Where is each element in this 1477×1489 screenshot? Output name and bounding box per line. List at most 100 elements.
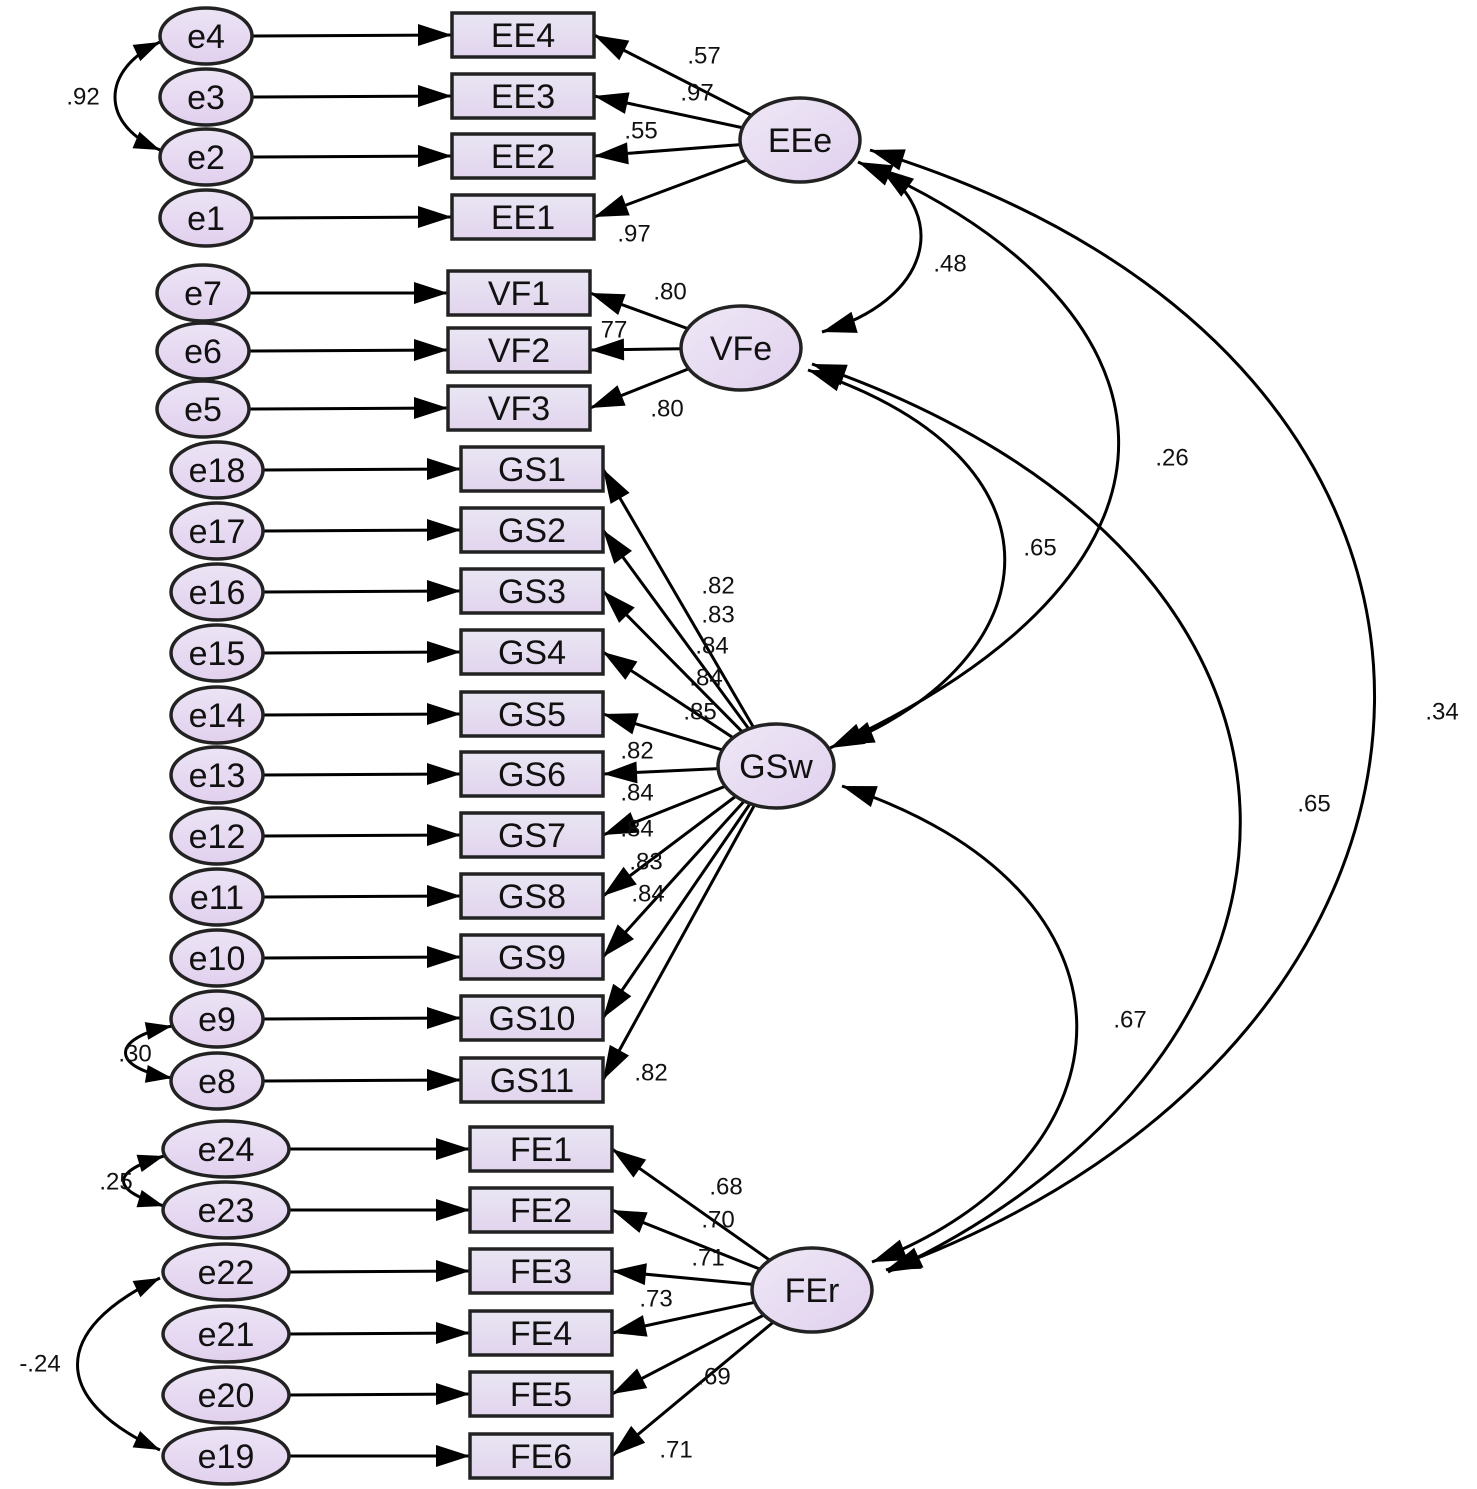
indicator-label-gs10: GS10 <box>489 1000 576 1038</box>
error-label-e3: e3 <box>187 79 225 117</box>
indicator-label-gs2: GS2 <box>498 512 566 550</box>
error-ellipse-e5 <box>155 379 251 439</box>
loading-path-gs2 <box>601 529 751 730</box>
arrowhead-e24-e23-start <box>136 1154 164 1173</box>
loading-label-ee2: .55 <box>624 118 657 145</box>
error-ellipse-e18 <box>169 440 265 500</box>
indicator-label-gs11: GS11 <box>490 1062 574 1100</box>
loading-label-fe1: .68 <box>709 1174 742 1201</box>
loading-label-gs6: .82 <box>620 738 653 765</box>
error-label-e2: e2 <box>187 139 225 177</box>
indicator-box-gs8 <box>459 872 605 920</box>
indicator-label-fe3: FE3 <box>510 1253 572 1291</box>
indicator-box-gs1 <box>459 445 605 493</box>
arrowhead-loading-ee3 <box>594 92 630 114</box>
arrowhead-loading-gs7 <box>603 812 639 835</box>
loading-label-gs9: .83 <box>629 849 662 876</box>
arrowhead-error-e23 <box>436 1199 470 1221</box>
error-ellipse-e22 <box>161 1242 291 1302</box>
arrowhead-error-e18 <box>427 458 461 480</box>
arrowhead-loading-vf1 <box>590 293 626 315</box>
indicator-label-gs3: GS3 <box>498 573 566 611</box>
indicator-label-gs5: GS5 <box>498 696 566 734</box>
arrowhead-e24-e23-end <box>136 1189 164 1208</box>
arrowhead-error-e10 <box>427 946 461 968</box>
arrowhead-error-e13 <box>427 763 461 785</box>
latent-label-vfe: VFe <box>710 330 772 368</box>
arrowhead-eee-fer-start <box>870 149 906 171</box>
loading-path-fe6 <box>611 1320 775 1458</box>
arrowhead-error-e1 <box>418 206 452 228</box>
error-label-e13: e13 <box>189 757 246 795</box>
covariance-layer <box>76 40 1376 1452</box>
arrowhead-loading-gs6 <box>603 761 638 784</box>
correlation-arc-eee-gsw <box>829 160 1121 750</box>
indicator-label-ee2: EE2 <box>491 138 555 176</box>
correlation-label-vfe-fer: .65 <box>1297 791 1330 818</box>
loading-label-vf3: .80 <box>650 396 683 423</box>
arrowhead-loading-gs8 <box>603 866 637 896</box>
correlation-arc-eee-vfe <box>821 166 923 334</box>
indicator-label-ee1: EE1 <box>491 199 555 237</box>
arrowhead-e22-e19-end <box>132 1431 160 1450</box>
loading-label-fe4: .73 <box>639 1286 672 1313</box>
error-covariance-label-e22-e19: -.24 <box>19 1351 60 1378</box>
loading-label-vf2: 77 <box>601 317 628 344</box>
latent-ellipse-eee <box>738 96 862 184</box>
loading-label-gs3: .84 <box>695 633 728 660</box>
error-label-e18: e18 <box>189 452 246 490</box>
arrowhead-error-e12 <box>427 824 461 846</box>
error-ellipse-e19 <box>161 1426 291 1486</box>
indicator-label-fe4: FE4 <box>510 1315 572 1353</box>
node-layer: EE4e4EE3e3EE2e2EE1e1VF1e7VF2e6VF3e5GS1e1… <box>155 6 874 1486</box>
arrowhead-error-e15 <box>427 641 461 663</box>
error-label-e17: e17 <box>189 513 246 551</box>
correlation-arc-vfe-gsw <box>807 368 1007 747</box>
arrowhead-loading-gs1 <box>603 469 630 504</box>
arrowhead-error-e7 <box>414 282 448 304</box>
indicator-box-gs6 <box>459 750 605 798</box>
indicator-box-ee2 <box>450 132 596 180</box>
arrowhead-error-e4 <box>418 24 452 46</box>
arrowhead-vfe-gsw-end <box>840 722 876 745</box>
indicator-label-gs8: GS8 <box>498 878 566 916</box>
indicator-label-ee4: EE4 <box>491 17 555 55</box>
indicator-label-fe2: FE2 <box>510 1192 572 1230</box>
arrowhead-loading-fe3 <box>612 1263 647 1286</box>
arrowhead-loading-gs10 <box>603 983 632 1018</box>
arrowhead-eee-vfe-end <box>822 311 858 333</box>
indicator-label-vf1: VF1 <box>488 275 550 313</box>
loading-path-gs1 <box>601 468 755 729</box>
indicator-box-ee1 <box>450 193 596 241</box>
indicator-box-vf3 <box>446 384 592 432</box>
arrowhead-error-e5 <box>414 397 448 419</box>
indicator-label-fe1: FE1 <box>510 1131 572 1169</box>
loading-label-gs8: .84 <box>620 816 653 843</box>
arrowhead-loading-gs2 <box>603 530 632 564</box>
error-label-e7: e7 <box>184 275 222 313</box>
correlation-arc-eee-fer <box>869 148 1376 1272</box>
loading-label-vf1: .80 <box>653 279 686 306</box>
indicator-box-fe2 <box>468 1186 614 1234</box>
error-label-e5: e5 <box>184 391 222 429</box>
arrowhead-loading-fe4 <box>612 1315 648 1337</box>
error-label-e8: e8 <box>198 1063 236 1101</box>
arrowhead-loading-fe2 <box>612 1210 648 1233</box>
indicator-box-gs7 <box>459 811 605 859</box>
arrowhead-loading-fe5 <box>612 1368 648 1394</box>
latent-ellipse-vfe <box>679 304 803 392</box>
indicator-box-fe6 <box>468 1432 614 1480</box>
arrowhead-loading-ee1 <box>594 194 630 217</box>
latent-label-eee: EEe <box>768 122 832 160</box>
indicator-box-gs3 <box>459 567 605 615</box>
error-covariance-arc-e4-e2 <box>113 40 161 152</box>
error-ellipse-e24 <box>161 1119 291 1179</box>
indicator-label-fe6: FE6 <box>510 1438 572 1476</box>
arrowhead-e22-e19-start <box>132 1278 160 1298</box>
arrowhead-loading-ee2 <box>594 142 629 165</box>
error-ellipse-e6 <box>155 321 251 381</box>
indicator-label-gs1: GS1 <box>498 451 566 489</box>
correlation-label-eee-gsw: .26 <box>1155 445 1188 472</box>
error-ellipse-e21 <box>161 1304 291 1364</box>
